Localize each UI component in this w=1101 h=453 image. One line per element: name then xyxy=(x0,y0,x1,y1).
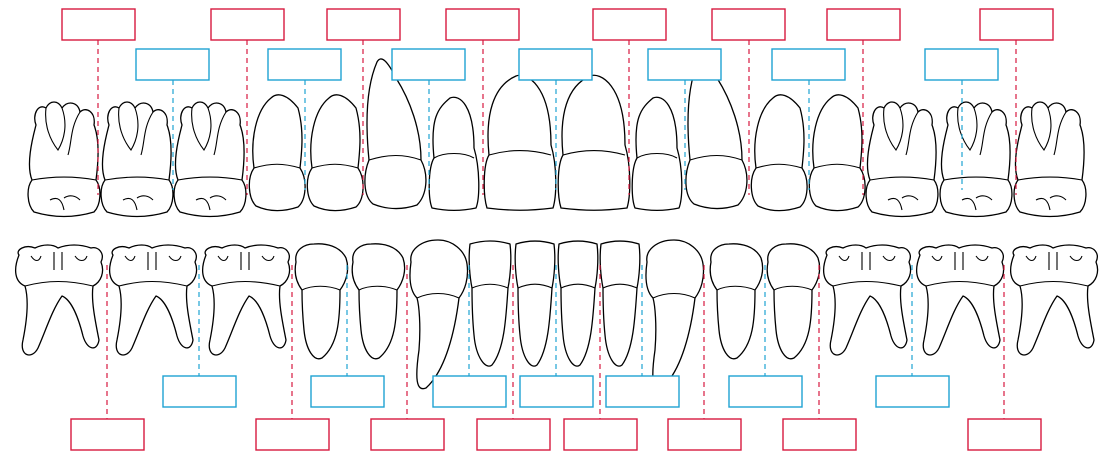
upper-blue-label-box-2 xyxy=(268,49,341,80)
lower-tooth-8 xyxy=(515,241,555,366)
lower-red-label-box-8 xyxy=(968,419,1041,450)
lower-red-label-box-2 xyxy=(256,419,329,450)
lower-red-label-box-6 xyxy=(668,419,741,450)
upper-blue-label-box-7 xyxy=(925,49,998,80)
lower-tooth-5 xyxy=(352,244,404,359)
upper-molar-outline xyxy=(866,102,938,217)
upper-tooth-14 xyxy=(866,102,938,217)
lower-blue-label-box-3 xyxy=(433,376,506,407)
lower-red-label-box-3 xyxy=(371,419,444,450)
lower-blue-label-box-1 xyxy=(163,376,236,407)
lower-blue-label-box-4 xyxy=(520,376,593,407)
lower-tooth-3 xyxy=(203,245,290,355)
lower-canine-outline xyxy=(410,240,468,389)
lower-tooth-10 xyxy=(600,241,640,366)
upper-red-label-box-1 xyxy=(62,9,135,40)
upper-tooth-8 xyxy=(484,75,556,210)
lower-tooth-4 xyxy=(295,244,347,359)
upper-red-label-box-4 xyxy=(446,9,519,40)
upper-blue-label-box-3 xyxy=(392,49,465,80)
upper-red-label-box-6 xyxy=(712,9,785,40)
lower-red-label-box-4 xyxy=(477,419,550,450)
upper-premolar-outline xyxy=(809,95,865,211)
upper-red-label-box-5 xyxy=(593,9,666,40)
upper-central-incisor-outline xyxy=(484,75,556,210)
lower-lateral-incisor-outline xyxy=(469,241,511,366)
lower-tooth-12 xyxy=(710,244,762,359)
upper-tooth-5 xyxy=(307,95,363,211)
lower-tooth-6 xyxy=(410,240,468,389)
upper-red-label-box-3 xyxy=(327,9,400,40)
lower-tooth-11 xyxy=(646,240,704,389)
upper-tooth-16 xyxy=(1014,102,1086,217)
lower-red-label-box-5 xyxy=(564,419,637,450)
upper-blue-label-box-6 xyxy=(772,49,845,80)
lower-blue-label-box-7 xyxy=(876,376,949,407)
lower-molar-outline xyxy=(917,245,1004,355)
lower-premolar-outline xyxy=(352,244,404,359)
upper-red-label-box-7 xyxy=(827,9,900,40)
upper-tooth-10 xyxy=(632,97,682,210)
lower-tooth-1 xyxy=(16,245,103,355)
upper-molar-outline xyxy=(101,102,173,217)
upper-tooth-3 xyxy=(174,102,246,217)
lower-molar-outline xyxy=(16,245,103,355)
lower-central-incisor-outline xyxy=(515,241,555,366)
lower-red-label-box-1 xyxy=(71,419,144,450)
upper-tooth-1 xyxy=(28,102,100,217)
upper-tooth-6 xyxy=(365,59,426,209)
lower-lateral-incisor-outline xyxy=(600,241,640,366)
upper-molar-outline xyxy=(940,102,1012,217)
lower-premolar-outline xyxy=(767,244,819,359)
upper-premolar-outline xyxy=(751,95,807,211)
upper-molar-outline xyxy=(1014,102,1086,217)
upper-central-incisor-outline xyxy=(558,75,630,210)
upper-tooth-13 xyxy=(809,95,865,211)
upper-premolar-outline xyxy=(307,95,363,211)
upper-tooth-15 xyxy=(940,102,1012,217)
upper-red-label-box-8 xyxy=(980,9,1053,40)
lower-tooth-16 xyxy=(1011,245,1098,355)
upper-canine-outline xyxy=(686,59,747,209)
upper-tooth-11 xyxy=(686,59,747,209)
lower-tooth-2 xyxy=(110,245,197,355)
lower-tooth-7 xyxy=(469,241,511,366)
lower-molar-outline xyxy=(1011,245,1098,355)
upper-tooth-2 xyxy=(101,102,173,217)
lower-canine-outline xyxy=(646,240,704,389)
upper-red-label-box-2 xyxy=(211,9,284,40)
upper-blue-label-box-5 xyxy=(648,49,721,80)
lower-tooth-15 xyxy=(917,245,1004,355)
lower-premolar-outline xyxy=(710,244,762,359)
upper-canine-outline xyxy=(365,59,426,209)
upper-blue-label-box-1 xyxy=(136,49,209,80)
lower-central-incisor-outline xyxy=(558,241,598,366)
upper-tooth-9 xyxy=(558,75,630,210)
lower-molar-outline xyxy=(203,245,290,355)
lower-premolar-outline xyxy=(295,244,347,359)
lower-red-label-box-7 xyxy=(783,419,856,450)
lower-blue-label-box-6 xyxy=(729,376,802,407)
upper-molar-outline xyxy=(174,102,246,217)
lower-blue-label-box-2 xyxy=(311,376,384,407)
lower-tooth-13 xyxy=(767,244,819,359)
upper-tooth-7 xyxy=(429,97,479,210)
upper-premolar-outline xyxy=(249,95,305,211)
lower-molar-outline xyxy=(110,245,197,355)
upper-tooth-4 xyxy=(249,95,305,211)
upper-tooth-12 xyxy=(751,95,807,211)
upper-molar-outline xyxy=(28,102,100,217)
upper-blue-label-box-4 xyxy=(519,49,592,80)
lower-tooth-14 xyxy=(824,245,911,355)
lower-blue-label-box-5 xyxy=(606,376,679,407)
lower-molar-outline xyxy=(824,245,911,355)
lower-tooth-9 xyxy=(558,241,598,366)
